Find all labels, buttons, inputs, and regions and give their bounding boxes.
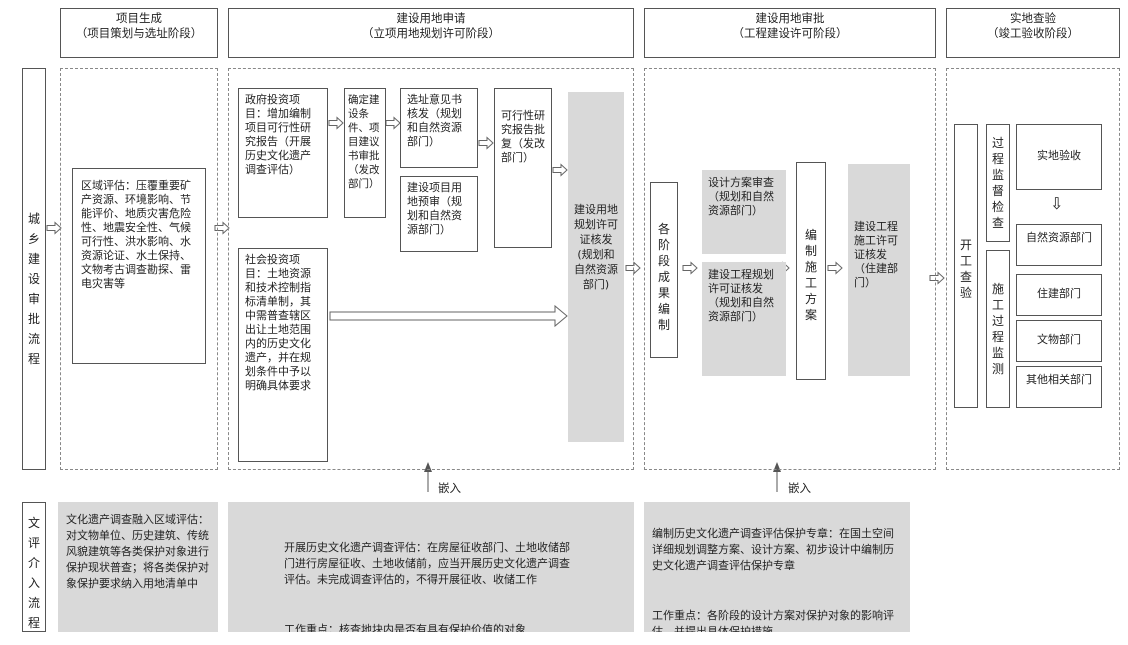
embed-label-2: 嵌入 — [788, 481, 811, 495]
stage-inspect-container — [946, 68, 1120, 470]
heritage-chapter-focus: 工作重点：各阶段的设计方案对保护对象的影响评估，并提出具体保护措施 — [652, 609, 894, 632]
arrow-down-icon: ⇩ — [1050, 194, 1064, 213]
dept-construction: 住建部门 — [1016, 274, 1102, 316]
heritage-survey-focus: 工作重点：核查地块内是否有具有保护价值的对象 — [284, 623, 526, 632]
confirm-conditions: 确定建设条件、项目建议书审批（发改部门） — [344, 88, 386, 218]
stage-land-approve-container — [644, 68, 936, 470]
dept-cultural-relics: 文物部门 — [1016, 320, 1102, 362]
header-land-apply: 建设用地申请 （立项用地规划许可阶段） — [228, 8, 634, 58]
site-opinion: 选址意见书核发（规划和自然资源部门） — [400, 88, 478, 168]
process-monitoring: 施工过程监测 — [986, 250, 1010, 408]
dept-others: 其他相关部门 — [1016, 366, 1102, 408]
row-label-city-flow: 城乡建设审批流程 — [22, 68, 46, 470]
dept-natural-resources: 自然资源部门 — [1016, 224, 1102, 266]
header-inspect: 实地查验 （竣工验收阶段） — [946, 8, 1120, 58]
regional-assessment: 区域评估：压覆重要矿产资源、环境影响、节能评价、地质灾害危险性、地震安全性、气候… — [72, 168, 206, 364]
arrow-right-icon — [46, 222, 62, 234]
header-land-approve: 建设用地审批 （工程建设许可阶段） — [644, 8, 936, 58]
embed-label-1: 嵌入 — [438, 481, 461, 495]
row-label-heritage-flow: 文评介入流程 — [22, 502, 46, 632]
build-permit: 建设工程施工许可证核发（住建部门） — [848, 164, 910, 376]
stage-project-container — [60, 68, 218, 470]
engineering-permit: 建设工程规划许可证核发（规划和自然资源部门） — [702, 262, 786, 376]
heritage-chapter-text: 编制历史文化遗产调查评估保护专章：在国土空间详细规划调整方案、设计方案、初步设计… — [652, 527, 894, 572]
land-use-permit: 建设用地规划许可证核发(规划和自然资源部门) — [568, 92, 624, 442]
onsite-acceptance: 实地验收 — [1016, 124, 1102, 190]
design-review: 设计方案审查（规划和自然资源部门） — [702, 170, 786, 254]
heritage-regional: 文化遗产调查融入区域评估：对文物单位、历史建筑、传统风貌建筑等各类保护对象进行保… — [58, 502, 218, 632]
stage-results: 各阶段成果编制 — [650, 182, 678, 358]
social-invest-project: 社会投资项目：土地资源和技术控制指标清单制，其中需普查辖区出让土地范围内的历史文… — [238, 248, 328, 462]
land-pre-review: 建设项目用地预审（规划和自然资源部门） — [400, 176, 478, 252]
feasibility-approval: 可行性研究报告批复（发改部门） — [494, 88, 552, 248]
heritage-chapter: 编制历史文化遗产调查评估保护专章：在国土空间详细规划调整方案、设计方案、初步设计… — [644, 502, 910, 632]
gov-invest-project: 政府投资项目：增加编制项目可行性研究报告（开展历史文化遗产调查评估） — [238, 88, 328, 218]
heritage-survey-text: 开展历史文化遗产调查评估：在房屋征收部门、土地收储部门进行房屋征收、土地收储前，… — [284, 541, 570, 586]
heritage-survey: 开展历史文化遗产调查评估：在房屋征收部门、土地收储部门进行房屋征收、土地收储前，… — [228, 502, 634, 632]
start-check: 开工查验 — [954, 124, 978, 408]
long-arrow-icon — [329, 304, 568, 328]
process-supervision: 过程监督检查 — [986, 124, 1010, 242]
stage-land-apply-container — [228, 68, 634, 470]
construction-plan: 编制施工方案 — [796, 162, 826, 380]
header-project: 项目生成 （项目策划与选址阶段） — [60, 8, 218, 58]
